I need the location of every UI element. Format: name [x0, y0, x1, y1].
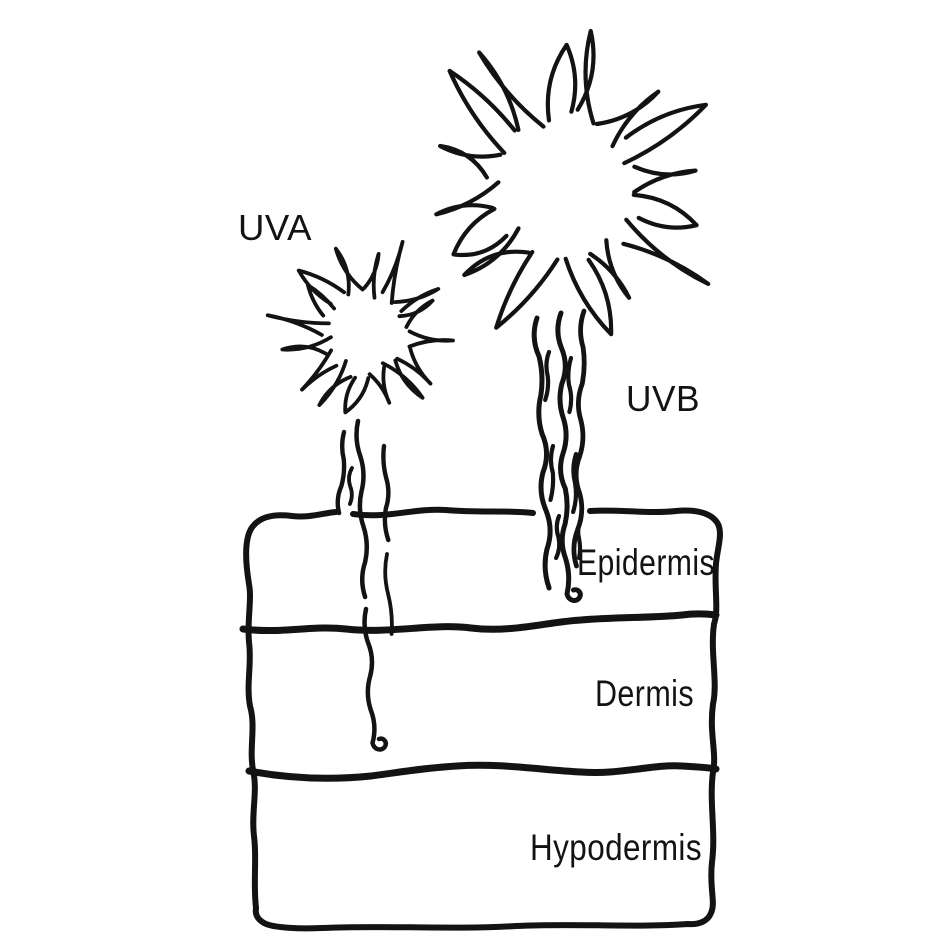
uvb-ray	[555, 310, 583, 603]
uva-ray	[381, 443, 391, 543]
uva-ray	[354, 418, 370, 600]
skin-outline-left	[243, 509, 339, 911]
skin-outline-right-bottom	[252, 507, 723, 932]
uvb-sun-icon	[434, 28, 711, 337]
uvb-ray-dash	[554, 513, 562, 561]
uvb-ray-dash	[571, 451, 579, 515]
uvb-ray-dash	[576, 517, 584, 561]
uva-sun-spikes	[265, 239, 455, 415]
dermis-hypodermis-boundary	[245, 761, 720, 782]
uvb-label: UVB	[626, 378, 700, 419]
epidermis-dermis-boundary	[239, 610, 720, 635]
uva-ray-dash	[383, 552, 394, 636]
uva-ray	[362, 606, 388, 752]
skin-block	[239, 506, 723, 932]
uva-rays-icon	[335, 418, 394, 752]
epidermis-label: Epidermis	[577, 542, 715, 583]
sun-overlap-gap	[256, 223, 476, 443]
uva-ray-dash	[347, 466, 354, 506]
uvb-ray-dash	[543, 349, 552, 403]
uva-sun-icon	[256, 223, 476, 443]
labels: UVA UVB Epidermis Dermis Hypodermis	[238, 207, 715, 868]
hypodermis-label: Hypodermis	[530, 827, 702, 868]
uvb-ray-dash	[566, 355, 574, 415]
dermis-label: Dermis	[595, 673, 694, 714]
uva-label: UVA	[238, 207, 312, 248]
skin-outline-top	[350, 506, 536, 519]
uvb-sun-spikes	[434, 28, 711, 337]
uvb-ray	[531, 315, 553, 591]
uva-ray	[335, 429, 347, 516]
uvb-ray-dash	[548, 443, 556, 503]
uvb-rays-icon	[531, 308, 587, 603]
